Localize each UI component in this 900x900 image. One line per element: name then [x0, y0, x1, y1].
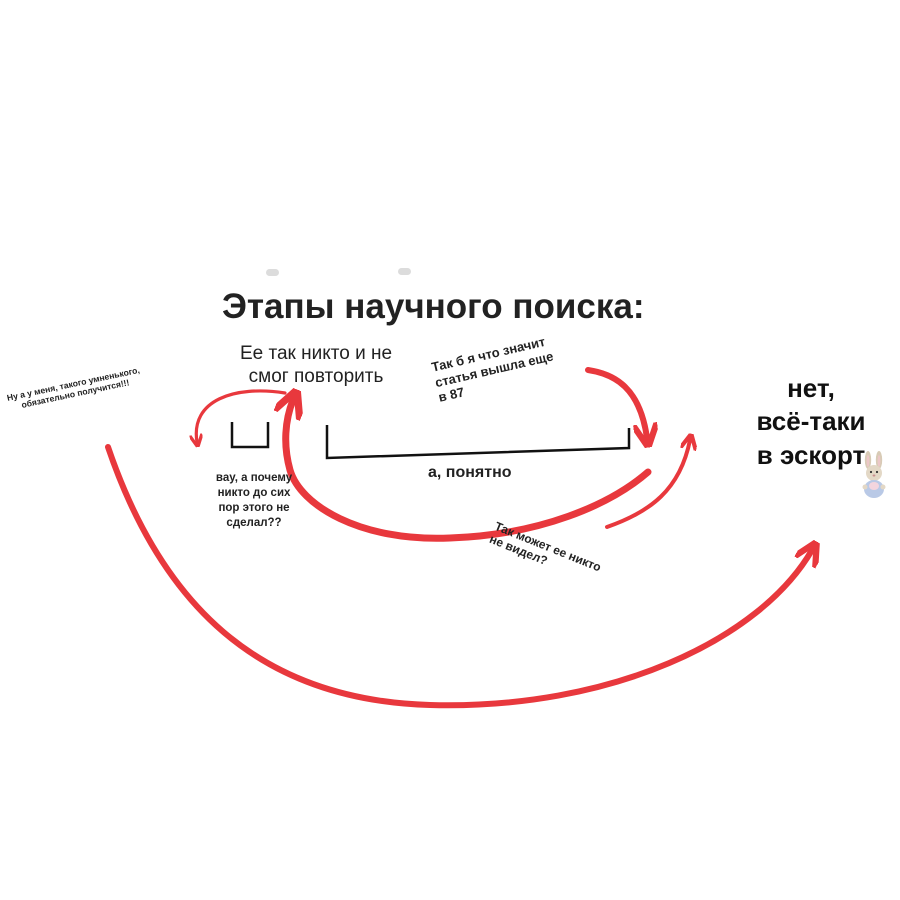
diagram-title: Этапы научного поиска:	[222, 287, 645, 326]
stage-outline-long	[325, 425, 631, 460]
arrow-not-seen	[605, 440, 690, 529]
background-smudge	[266, 269, 279, 276]
label-why-nobody: вау, а почему никто до сих пор этого не …	[215, 472, 293, 529]
background-smudge	[398, 268, 411, 275]
label-understood: а, понятно	[428, 464, 512, 481]
conclusion-text: нет, всё-таки в эскорт	[756, 373, 866, 470]
arrow-loop-small	[196, 389, 287, 442]
stage-outline-small	[230, 422, 270, 449]
arrow-back-to-top	[286, 400, 652, 542]
arrow-article	[585, 367, 647, 438]
arrow-to-escort	[105, 444, 812, 709]
plush-bunny-icon	[862, 451, 886, 498]
label-nobody-repeated: Ее так никто и не смог повторить	[239, 343, 393, 387]
